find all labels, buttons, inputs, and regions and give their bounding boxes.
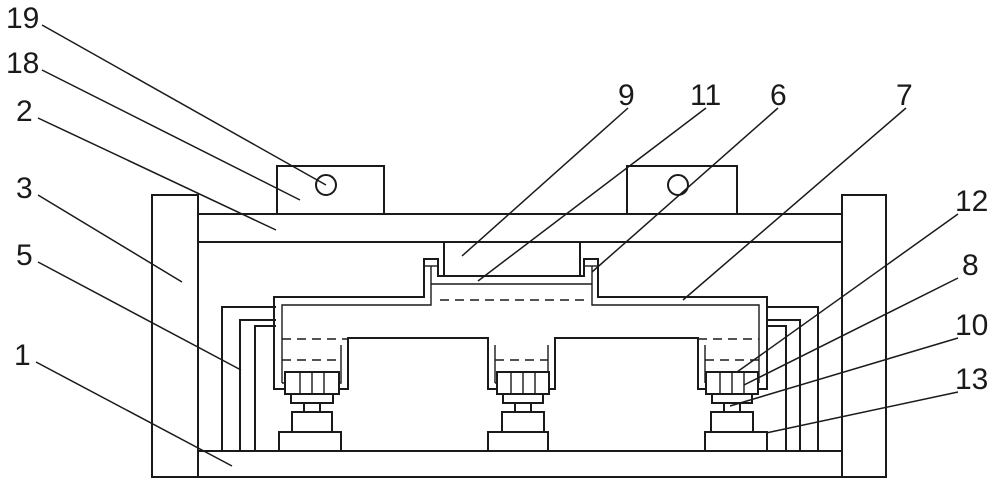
label-1: 1 <box>14 339 31 372</box>
leader-13 <box>765 391 959 434</box>
bore-right <box>667 174 689 196</box>
support-unit-left <box>278 371 342 452</box>
bore-left <box>315 174 337 196</box>
top-beam <box>197 213 843 243</box>
label-9: 9 <box>618 79 635 112</box>
label-11: 11 <box>690 79 721 112</box>
label-7: 7 <box>896 79 913 112</box>
label-19: 19 <box>6 2 39 35</box>
upper-block <box>443 241 581 277</box>
base-plate <box>197 450 843 478</box>
leader-2 <box>37 117 277 231</box>
label-6: 6 <box>770 79 787 112</box>
label-2: 2 <box>16 95 33 128</box>
inner-frame-left-link <box>254 325 276 451</box>
label-12: 12 <box>955 185 988 218</box>
top-block-right <box>626 165 738 215</box>
leader-12 <box>736 213 959 373</box>
inner-frame-right <box>766 306 819 451</box>
left-column <box>151 194 199 478</box>
leader-1 <box>35 361 233 467</box>
inner-frame-left-inner <box>239 319 276 451</box>
leader-5 <box>37 261 242 371</box>
top-block-left <box>276 165 385 215</box>
label-10: 10 <box>955 309 988 342</box>
right-column <box>841 194 887 478</box>
leader-19 <box>41 24 327 186</box>
inner-frame-right-link <box>766 325 787 451</box>
leader-7 <box>682 107 907 301</box>
outer-housing <box>273 258 768 390</box>
leader-9 <box>461 107 629 257</box>
leader-10 <box>729 337 959 407</box>
label-18: 18 <box>6 47 39 80</box>
leader-3 <box>37 194 183 283</box>
label-13: 13 <box>955 363 988 396</box>
support-unit-right <box>704 371 768 452</box>
leader-6 <box>591 107 779 273</box>
leader-18 <box>41 69 301 201</box>
inner-housing <box>281 266 760 383</box>
support-unit-middle <box>487 371 550 452</box>
inner-frame-right-inner <box>766 319 801 451</box>
leader-8 <box>743 277 959 386</box>
leader-11 <box>477 107 707 282</box>
label-3: 3 <box>16 172 33 205</box>
label-5: 5 <box>16 239 33 272</box>
label-8: 8 <box>962 249 979 282</box>
inner-frame-left <box>221 306 276 451</box>
